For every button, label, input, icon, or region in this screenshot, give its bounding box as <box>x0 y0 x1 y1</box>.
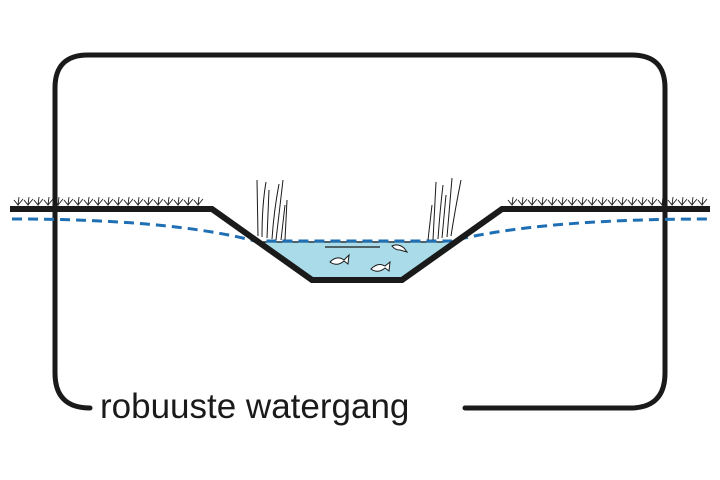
reed-icon <box>427 177 462 241</box>
grass-icon <box>507 196 708 207</box>
groundwater-line <box>11 217 711 243</box>
fish-icon <box>391 244 409 253</box>
reed-icon <box>256 179 288 241</box>
ground-profile <box>10 206 710 283</box>
frame <box>52 52 668 411</box>
fish-icon <box>370 260 391 272</box>
grass-icon <box>13 196 204 207</box>
caption: robuuste watergang <box>100 387 409 426</box>
fish-icon <box>329 253 350 265</box>
